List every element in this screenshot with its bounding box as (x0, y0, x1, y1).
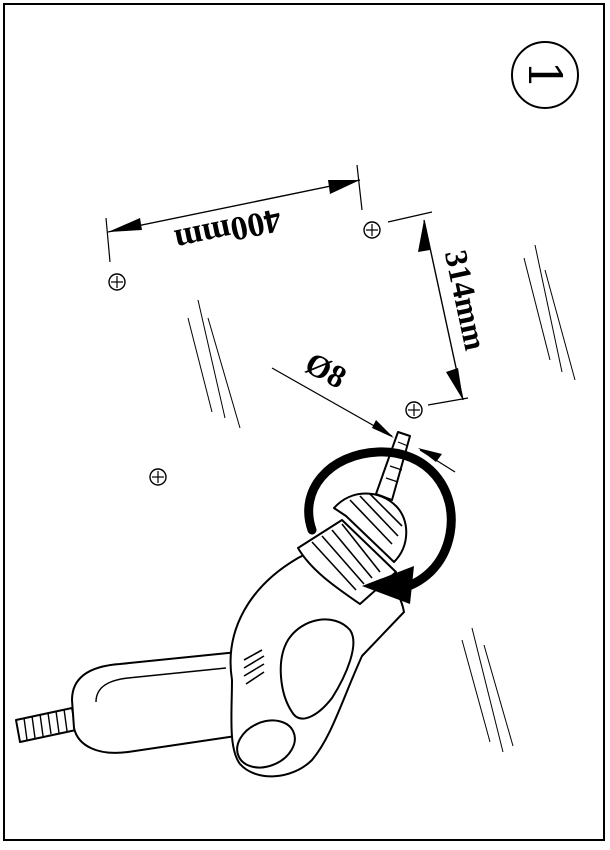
chuck-front-ribs (349, 493, 403, 545)
dimension-label-horizontal: 400mm (172, 201, 285, 260)
page-border (3, 3, 605, 841)
step-circle (511, 41, 579, 109)
wall-hatch-line (207, 317, 241, 429)
wall-hatch-line (544, 269, 576, 381)
rotation-arc (304, 447, 456, 595)
wall-hatch-line (197, 299, 226, 419)
drill-chuck-front (333, 492, 408, 563)
wall-hatch-group (187, 244, 576, 753)
leader-line (271, 367, 393, 437)
arrowhead (446, 368, 463, 400)
extension-line (427, 397, 469, 406)
dimension-400: 400mm (105, 164, 363, 263)
chuck-ribs (311, 523, 381, 591)
arrowhead (372, 420, 394, 438)
wall-hatch-line (523, 257, 551, 361)
drill-bit (375, 431, 411, 501)
wall-hatch-line (534, 244, 563, 373)
wall-hatch-line (471, 627, 504, 753)
dimension-line (107, 179, 361, 233)
arrowhead (328, 180, 360, 194)
clockwise-rotation-arrow-icon (304, 447, 456, 604)
dimension-label-vertical: 314mm (438, 247, 494, 354)
wall-hatch-line (483, 644, 514, 747)
cord-ribs (23, 708, 68, 741)
handle-contour (95, 667, 227, 703)
extension-line (105, 217, 111, 263)
arrowhead (418, 220, 430, 252)
power-drill-icon (15, 431, 411, 778)
drill-rear-cap (236, 719, 296, 769)
hole-marker (108, 273, 126, 291)
rotation-arrowhead (362, 566, 414, 604)
hole-marker (149, 468, 167, 486)
wall-hatch-line (461, 639, 491, 743)
drill-body-window (279, 618, 355, 720)
arrowhead (108, 218, 142, 232)
arrowhead (418, 448, 442, 462)
extension-line (356, 164, 363, 211)
step-number: 1 (518, 60, 572, 89)
hole-marker (405, 401, 423, 419)
hole-marker (363, 221, 381, 239)
drill-vents (243, 649, 265, 685)
step-badge: 1 (511, 41, 579, 109)
wall-hatch-line (187, 317, 213, 413)
extension-line (387, 211, 433, 223)
dimension-314: 314mm (387, 211, 494, 406)
